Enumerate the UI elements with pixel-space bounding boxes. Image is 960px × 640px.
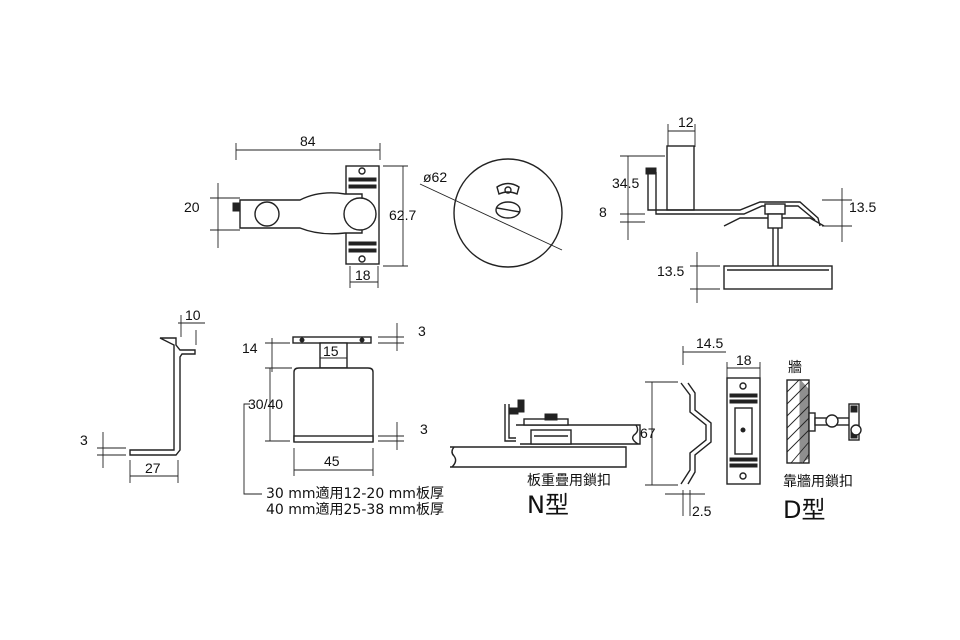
dim-10: 10 <box>185 307 201 323</box>
dim-3-bottom: 3 <box>420 421 428 437</box>
n-caption: 板重疊用鎖扣 <box>527 473 611 489</box>
side-view: 12 34.5 8 13.5 13.5 <box>599 114 876 303</box>
d-type-label: D型 <box>783 496 825 524</box>
dim-14: 14 <box>242 340 258 356</box>
dim-67: 67 <box>640 425 656 441</box>
dim-27: 27 <box>145 460 161 476</box>
catch-view: 14 15 3 30/40 3 45 30 mm適用12-20 mm板厚 40 … <box>242 323 444 518</box>
d-type-view: 14.5 18 67 2.5 <box>640 335 761 519</box>
plate-hole-left <box>254 201 280 227</box>
dim-20: 20 <box>184 199 200 215</box>
d-wall-view: 牆 靠牆用鎖扣 D型 <box>783 360 862 524</box>
dim-62-7: 62.7 <box>389 207 416 223</box>
disc-view: ø62 <box>419 158 563 268</box>
dim-diameter: ø62 <box>423 169 447 185</box>
n-type-view: 板重疊用鎖扣 N型 <box>450 399 641 519</box>
dim-8: 8 <box>599 204 607 220</box>
dim-12: 12 <box>678 114 694 130</box>
dim-45: 45 <box>324 453 340 469</box>
dim-15: 15 <box>323 343 339 359</box>
top-plate-view: 84 20 62.7 18 <box>184 133 416 288</box>
dim-34-5: 34.5 <box>612 175 639 191</box>
plate-hole-right <box>343 197 377 231</box>
dim-2-5: 2.5 <box>692 503 712 519</box>
dim-18-d: 18 <box>736 352 752 368</box>
dim-84: 84 <box>300 133 316 149</box>
dim-3-angle: 3 <box>80 432 88 448</box>
dim-14-5: 14.5 <box>696 335 723 351</box>
disc-outline <box>453 158 563 268</box>
dim-13-5-right: 13.5 <box>849 199 876 215</box>
d-caption: 靠牆用鎖扣 <box>783 474 853 490</box>
wall-label: 牆 <box>788 360 802 376</box>
dim-18-top: 18 <box>355 267 371 283</box>
angle-view: 10 3 27 <box>80 307 205 483</box>
n-type-label: N型 <box>527 491 569 519</box>
dim-30-40: 30/40 <box>248 396 283 412</box>
dim-13-5-bottom: 13.5 <box>657 263 684 279</box>
note-line-2: 40 mm適用25-38 mm板厚 <box>266 501 444 518</box>
dim-3-top: 3 <box>418 323 426 339</box>
note-line-1: 30 mm適用12-20 mm板厚 <box>266 485 444 502</box>
